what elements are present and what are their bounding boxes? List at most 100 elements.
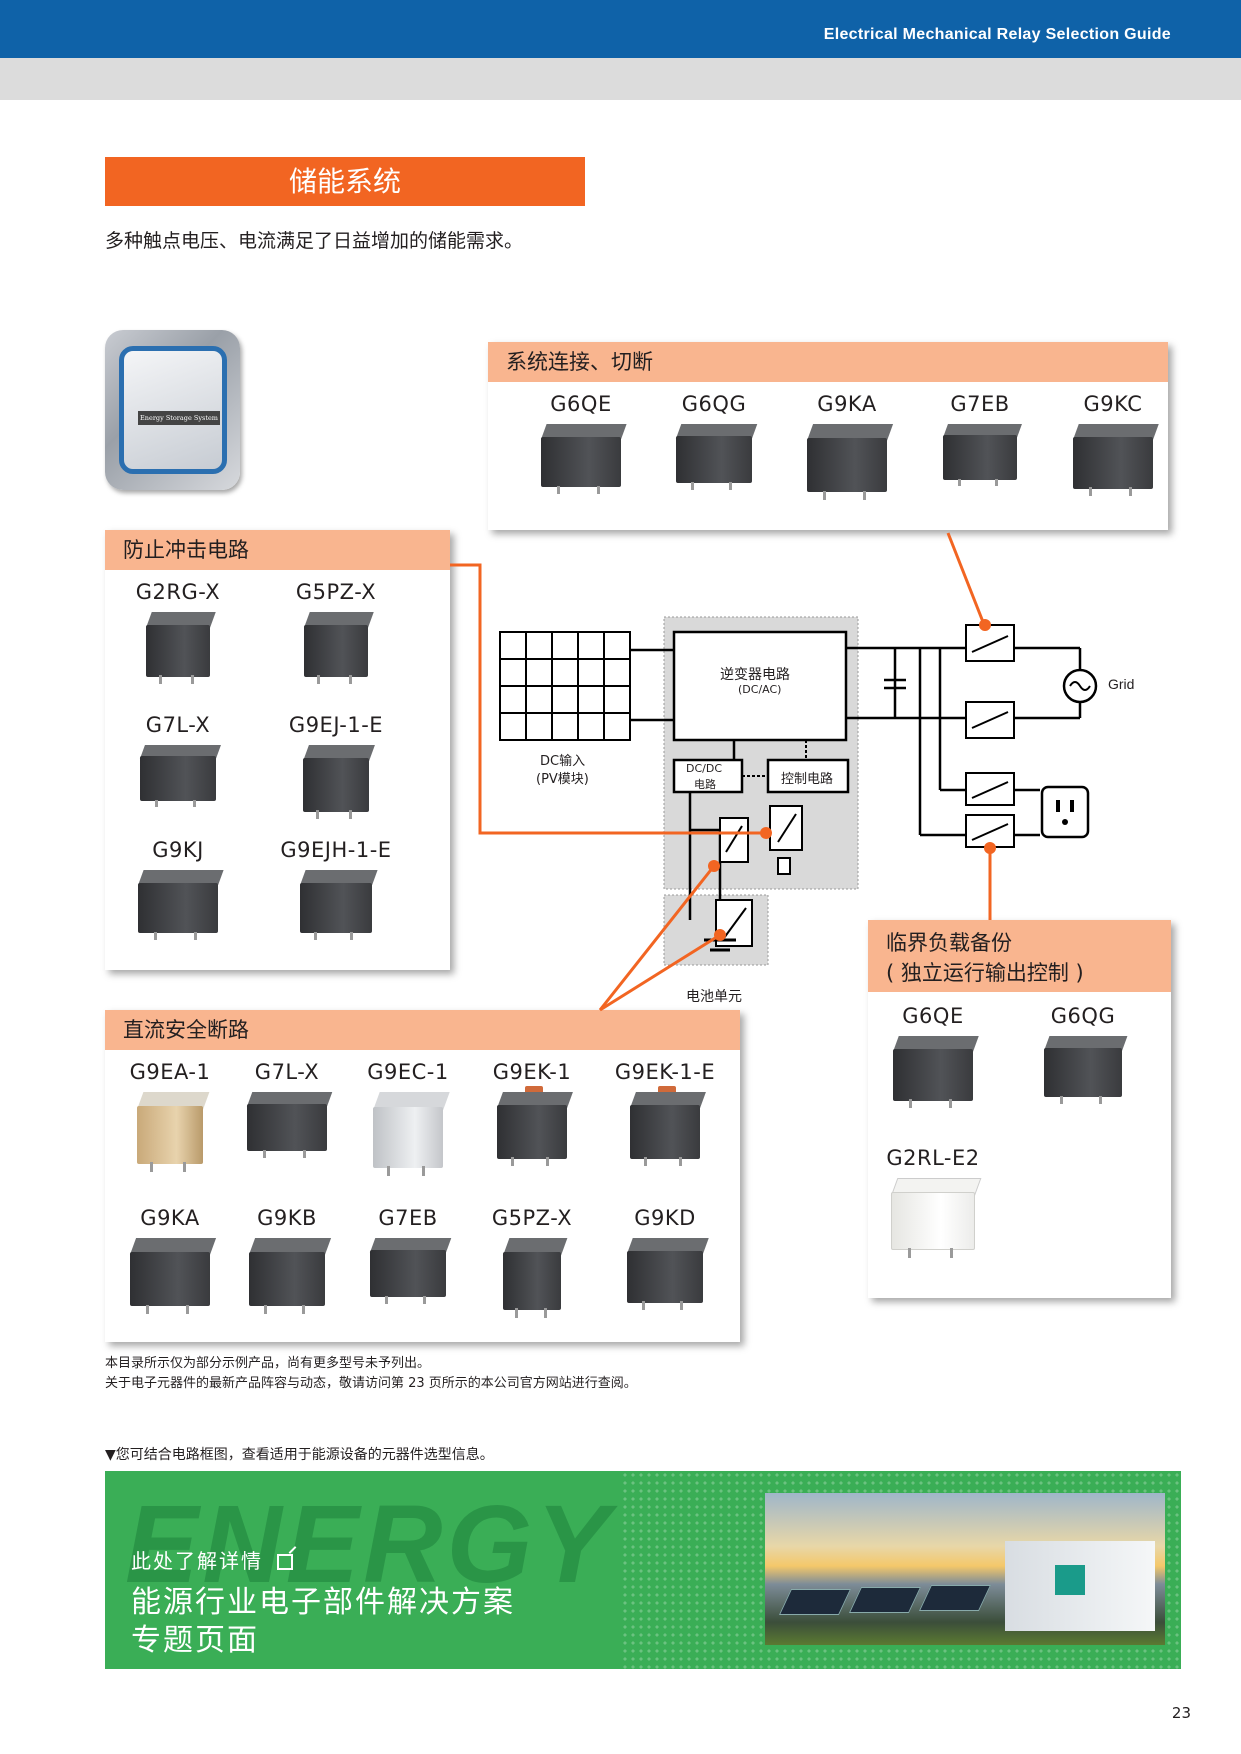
product-item[interactable]: G9EK-1-E [600,1060,730,1166]
switch-load-1 [965,772,1015,806]
switch-batt [715,899,753,947]
card-dc-safety-title: 直流安全断路 [105,1010,740,1050]
product-item[interactable]: G5PZ-X [467,1206,597,1318]
relay-image [247,1092,333,1158]
relay-image [807,424,894,500]
relay-image [630,1086,706,1166]
relay-image [541,424,627,494]
product-name: G5PZ-X [491,1206,573,1230]
switch-inv-2 [769,805,803,851]
resistor [777,857,791,875]
product-item[interactable]: G5PZ-X [271,580,401,684]
product-name: G9EC-1 [367,1060,449,1084]
product-item[interactable]: G9EC-1 [343,1060,473,1176]
product-item[interactable]: G7L-X [113,713,243,807]
product-item[interactable]: G9EA-1 [105,1060,235,1172]
switch-grid-2 [965,701,1015,739]
callout-inrush [450,563,766,835]
banner-title: 能源行业电子部件解决方案 [131,1585,515,1620]
header-gray-strip [0,58,1241,100]
relay-image [300,870,378,940]
product-item[interactable]: G9EJ-1-E [271,713,401,819]
product-item[interactable]: G2RG-X [113,580,243,684]
plug-logo [1055,1565,1085,1595]
section-title: 储能系统 [105,157,585,206]
relay-image [140,745,221,807]
product-name: G2RL-E2 [886,1146,980,1170]
relay-image [943,424,1022,486]
energy-banner[interactable]: ENERGY 此处了解详情 能源行业电子部件解决方案 专题页面 [105,1471,1181,1669]
card-system-connect: 系统连接、切断 G6QE G6QG G9KA G7EB G9KC [488,342,1168,530]
switch-inv-1 [719,817,749,863]
product-name: G7L-X [254,1060,320,1084]
relay-image [146,612,216,684]
pv-module-icon [499,631,631,741]
card-critical-backup: 临界负载备份 ( 独立运行输出控制 ) G6QE G6QG G2RL-E2 [868,920,1171,1298]
product-item[interactable]: G6QE [516,392,646,494]
grid-label: Grid [1108,676,1135,692]
inverter-sublabel: (DC/AC) [738,683,782,696]
product-item[interactable]: G9KB [222,1206,352,1314]
note-line-2: 关于电子元器件的最新产品阵容与动态，敬请访问第 23 页所示的本公司官方网站进行… [105,1376,637,1391]
card-system-connect-title: 系统连接、切断 [488,342,1168,382]
product-name: G7L-X [145,713,211,737]
product-name: G6QG [681,392,747,416]
product-name: G9KJ [152,838,204,862]
relay-image [497,1086,573,1166]
card-backup-title: 临界负载备份 [886,931,1012,955]
relay-image [370,1238,452,1304]
control-label: 控制电路 [781,772,834,787]
product-name: G2RG-X [135,580,221,604]
outlet-icon [1040,785,1090,839]
card-backup-subtitle: ( 独立运行输出控制 ) [886,961,1084,985]
relay-image [249,1238,332,1314]
product-item[interactable]: G9EK-1 [467,1060,597,1166]
product-name: G5PZ-X [295,580,377,604]
product-name: G9EA-1 [129,1060,211,1084]
product-name: G7EB [950,392,1010,416]
dc-input-label: DC输入 [540,754,586,769]
product-name: G9KB [257,1206,317,1230]
battery-label: 电池单元 [686,989,742,1005]
section-description: 多种触点电压、电流满足了日益增加的储能需求。 [105,230,524,252]
product-item[interactable]: G9KD [600,1206,730,1310]
product-name: G6QE [902,1004,964,1028]
relay-image [891,1178,982,1258]
product-item[interactable]: G9EJH-1-E [271,838,401,940]
external-link-icon [277,1554,293,1570]
product-name: G6QG [1050,1004,1116,1028]
banner-link[interactable]: 此处了解详情 [131,1545,293,1574]
note-pointer: ▼您可结合电路框图，查看适用于能源设备的元器件选型信息。 [105,1447,494,1463]
product-item[interactable]: G9KC [1048,392,1178,496]
product-item[interactable]: G9KJ [113,838,243,940]
card-inrush-title: 防止冲击电路 [105,530,450,570]
banner-link-text: 此处了解详情 [131,1549,263,1573]
switch-load-2 [965,814,1015,848]
product-item[interactable]: G6QE [868,1004,998,1108]
product-item[interactable]: G7EB [343,1206,473,1304]
product-item[interactable]: G9KA [105,1206,235,1314]
relay-image [893,1036,979,1108]
ess-label: Energy Storage System [138,411,220,425]
product-name: G6QE [550,392,612,416]
product-name: G9KA [140,1206,200,1230]
top-header-bar: Electrical Mechanical Relay Selection Gu… [0,0,1241,58]
ess-front-panel: Energy Storage System [119,346,227,474]
product-item[interactable]: G6QG [649,392,779,490]
relay-image [303,745,375,819]
relay-image [503,1238,568,1318]
product-item[interactable]: G6QG [1018,1004,1148,1104]
product-item[interactable]: G7L-X [222,1060,352,1158]
dc-input-sublabel: (PV模块) [536,772,589,787]
product-item[interactable]: G7EB [915,392,1045,486]
energy-storage-system-image: Energy Storage System [105,330,240,490]
ac-source-icon [1062,668,1098,704]
guide-title: Electrical Mechanical Relay Selection Gu… [823,26,1171,43]
relay-image [1044,1036,1128,1104]
switch-grid-1 [965,624,1015,662]
product-item[interactable]: G2RL-E2 [868,1146,998,1258]
battery-symbol [704,938,736,952]
product-item[interactable]: G9KA [782,392,912,500]
relay-image [676,424,758,490]
relay-image [627,1238,709,1310]
